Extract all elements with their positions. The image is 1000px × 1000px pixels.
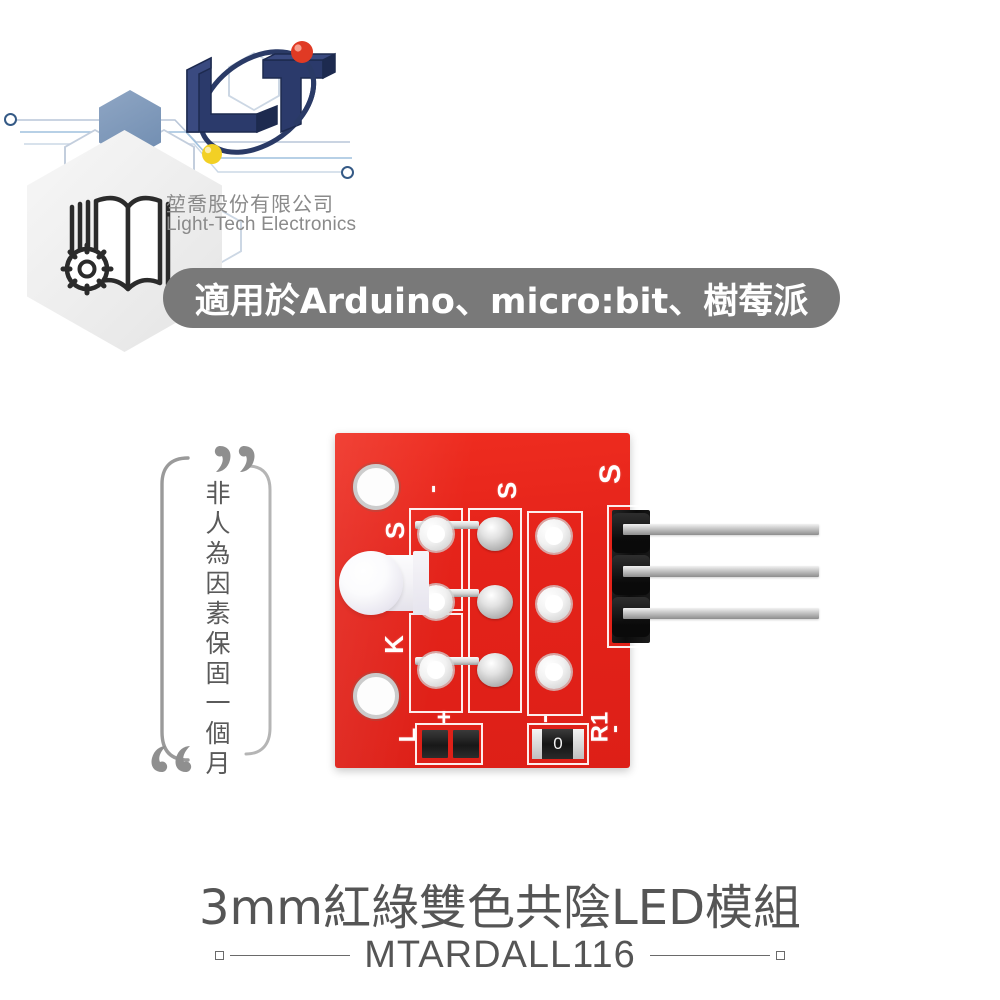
- smd-component: [453, 730, 479, 758]
- header-pin: [623, 524, 819, 535]
- header-pin: [623, 608, 819, 619]
- silkscreen-label-s-led: S: [380, 521, 411, 540]
- sku-endpoint-square: [775, 951, 785, 960]
- book-gear-icon: [60, 195, 171, 296]
- silkscreen-outline: [415, 723, 483, 765]
- silkscreen-outline: [468, 508, 522, 713]
- warranty-note: 非人為因素保固一個月: [140, 432, 290, 782]
- led-3mm-bicolor: [339, 551, 429, 615]
- solder-joint: [477, 517, 513, 551]
- warranty-note-text: 非人為因素保固一個月: [202, 480, 231, 780]
- product-sku: MTARDALL116: [364, 934, 636, 976]
- brand-header: 堃喬股份有限公司 Light-Tech Electronics: [0, 0, 1000, 352]
- silkscreen-label-minus-bottom: -: [531, 715, 558, 723]
- smd-component: [422, 730, 448, 758]
- through-hole-pad: [537, 519, 571, 553]
- sku-divider-line: [649, 954, 770, 957]
- sku-rule-left: [215, 951, 351, 960]
- through-hole-pad: [537, 587, 571, 621]
- through-hole-pad: [419, 653, 453, 687]
- silkscreen-label-plus: +: [431, 709, 459, 725]
- lt-logo: [186, 41, 336, 164]
- smd-resistor-r1: 0: [532, 729, 584, 759]
- silkscreen-label-l-led: L: [394, 727, 422, 743]
- compatibility-banner: 適用於Arduino、micro:bit、樹莓派: [163, 268, 840, 328]
- pcb-board: 0 S K L - S S + - R1 -: [335, 433, 819, 768]
- through-hole-pad: [537, 655, 571, 689]
- resistor-value-label: 0: [553, 734, 563, 753]
- product-sku-row: MTARDALL116: [0, 934, 1000, 977]
- sku-rule-right: [649, 951, 785, 960]
- silkscreen-label-s-right: S: [594, 463, 628, 485]
- mounting-hole: [353, 464, 399, 510]
- brand-name-cn: 堃喬股份有限公司: [166, 192, 334, 216]
- compatibility-banner-text: 適用於Arduino、micro:bit、樹莓派: [194, 281, 809, 322]
- sku-endpoint-square: [215, 951, 225, 960]
- sku-divider-line: [230, 954, 351, 957]
- brand-name-en: Light-Tech Electronics: [166, 214, 357, 235]
- header-pin: [623, 566, 819, 577]
- connector-dot-left: [4, 113, 17, 126]
- through-hole-pad: [419, 517, 453, 551]
- connector-dot-right: [341, 166, 354, 179]
- silkscreen-label-minus-right: -: [601, 725, 628, 733]
- silkscreen-label-minus-top: -: [419, 485, 446, 493]
- silkscreen-label-k-led: K: [378, 635, 409, 654]
- silkscreen-label-s-middle: S: [492, 481, 523, 500]
- mounting-hole: [353, 673, 399, 719]
- product-photo-led-module: 0 S K L - S S + - R1 -: [270, 420, 890, 785]
- solder-joint: [477, 653, 513, 687]
- solder-joint: [477, 585, 513, 619]
- silkscreen-outline: [527, 723, 589, 765]
- silkscreen-outline: [527, 511, 583, 716]
- product-title: 3mm紅綠雙色共陰LED模組: [198, 880, 802, 936]
- warranty-quote-frame: [151, 446, 272, 772]
